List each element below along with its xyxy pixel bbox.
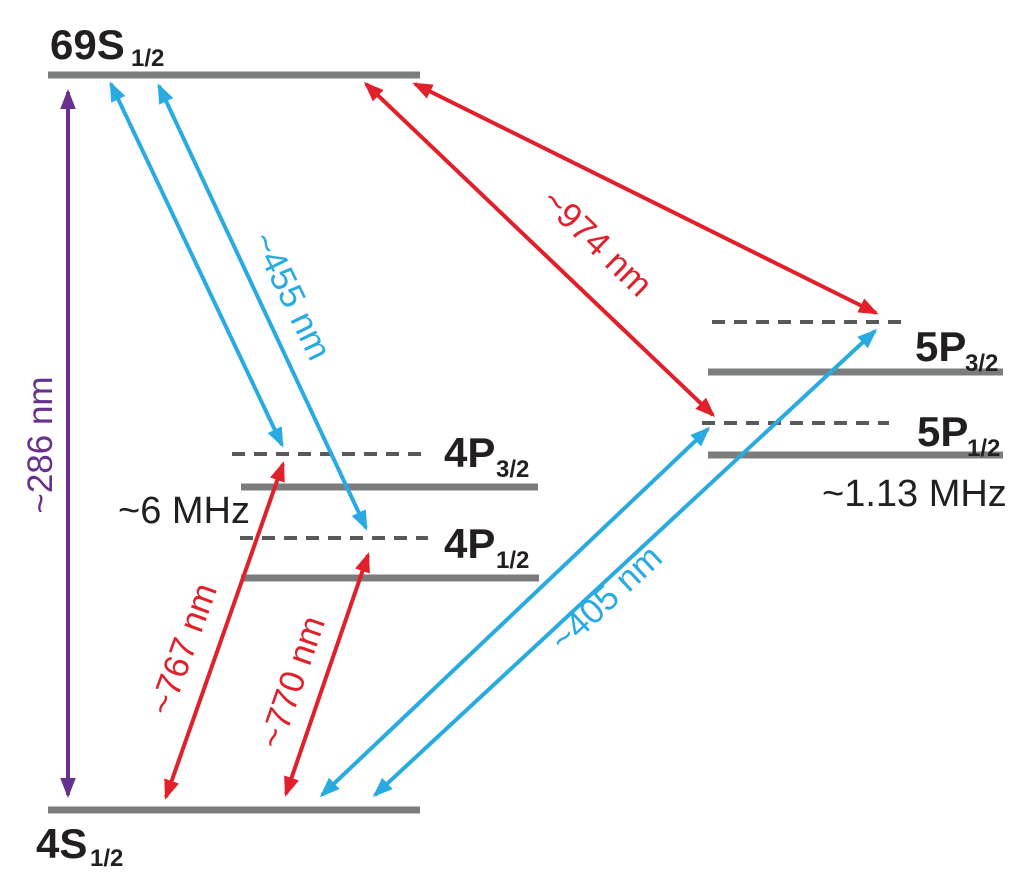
level-label-69S: 69S: [50, 21, 125, 68]
wavelength-label-286nm: ~286 nm: [21, 376, 60, 513]
level-labels: 69S 1/2 4S 1/2 4P 3/2 4P 1/2 5P 3/2 5P 1…: [36, 21, 1000, 872]
wavelength-label-405nm: ~405 nm: [543, 538, 670, 660]
wavelength-label-974nm: ~974 nm: [534, 181, 660, 304]
linewidth-annotation-5P: ~1.13 MHz: [822, 473, 1007, 515]
linewidth-annotation-4P: ~6 MHz: [118, 490, 250, 532]
level-label-4P12: 4P: [444, 520, 495, 567]
transition-arrow-455nm-4P12: [157, 83, 368, 531]
level-label-5P12: 5P: [917, 408, 968, 455]
wavelength-label-770nm: ~770 nm: [251, 611, 333, 753]
level-label-4P12-sub: 1/2: [496, 547, 529, 574]
level-label-4P32: 4P: [444, 429, 495, 476]
level-label-69S-sub: 1/2: [131, 45, 164, 72]
transition-arrow-974nm-5P12: [363, 81, 716, 418]
transition-arrows: [60, 81, 879, 800]
wavelength-label-767nm: ~767 nm: [141, 578, 225, 720]
level-label-5P32: 5P: [915, 323, 966, 370]
level-label-4S-sub: 1/2: [90, 845, 123, 872]
level-lines: [48, 71, 1003, 814]
transition-arrow-405nm-5P32: [372, 328, 878, 798]
level-label-5P12-sub: 1/2: [967, 435, 1000, 462]
level-label-4P32-sub: 3/2: [496, 456, 529, 483]
linewidth-annotations: ~6 MHz ~1.13 MHz: [118, 473, 1007, 532]
level-label-5P32-sub: 3/2: [965, 350, 998, 377]
dashed-lines: [232, 320, 906, 540]
level-label-4S: 4S: [36, 820, 87, 867]
transition-arrow-767nm: [164, 461, 285, 800]
wavelength-labels: ~286 nm ~455 nm ~974 nm ~767 nm ~770 nm …: [21, 181, 670, 753]
